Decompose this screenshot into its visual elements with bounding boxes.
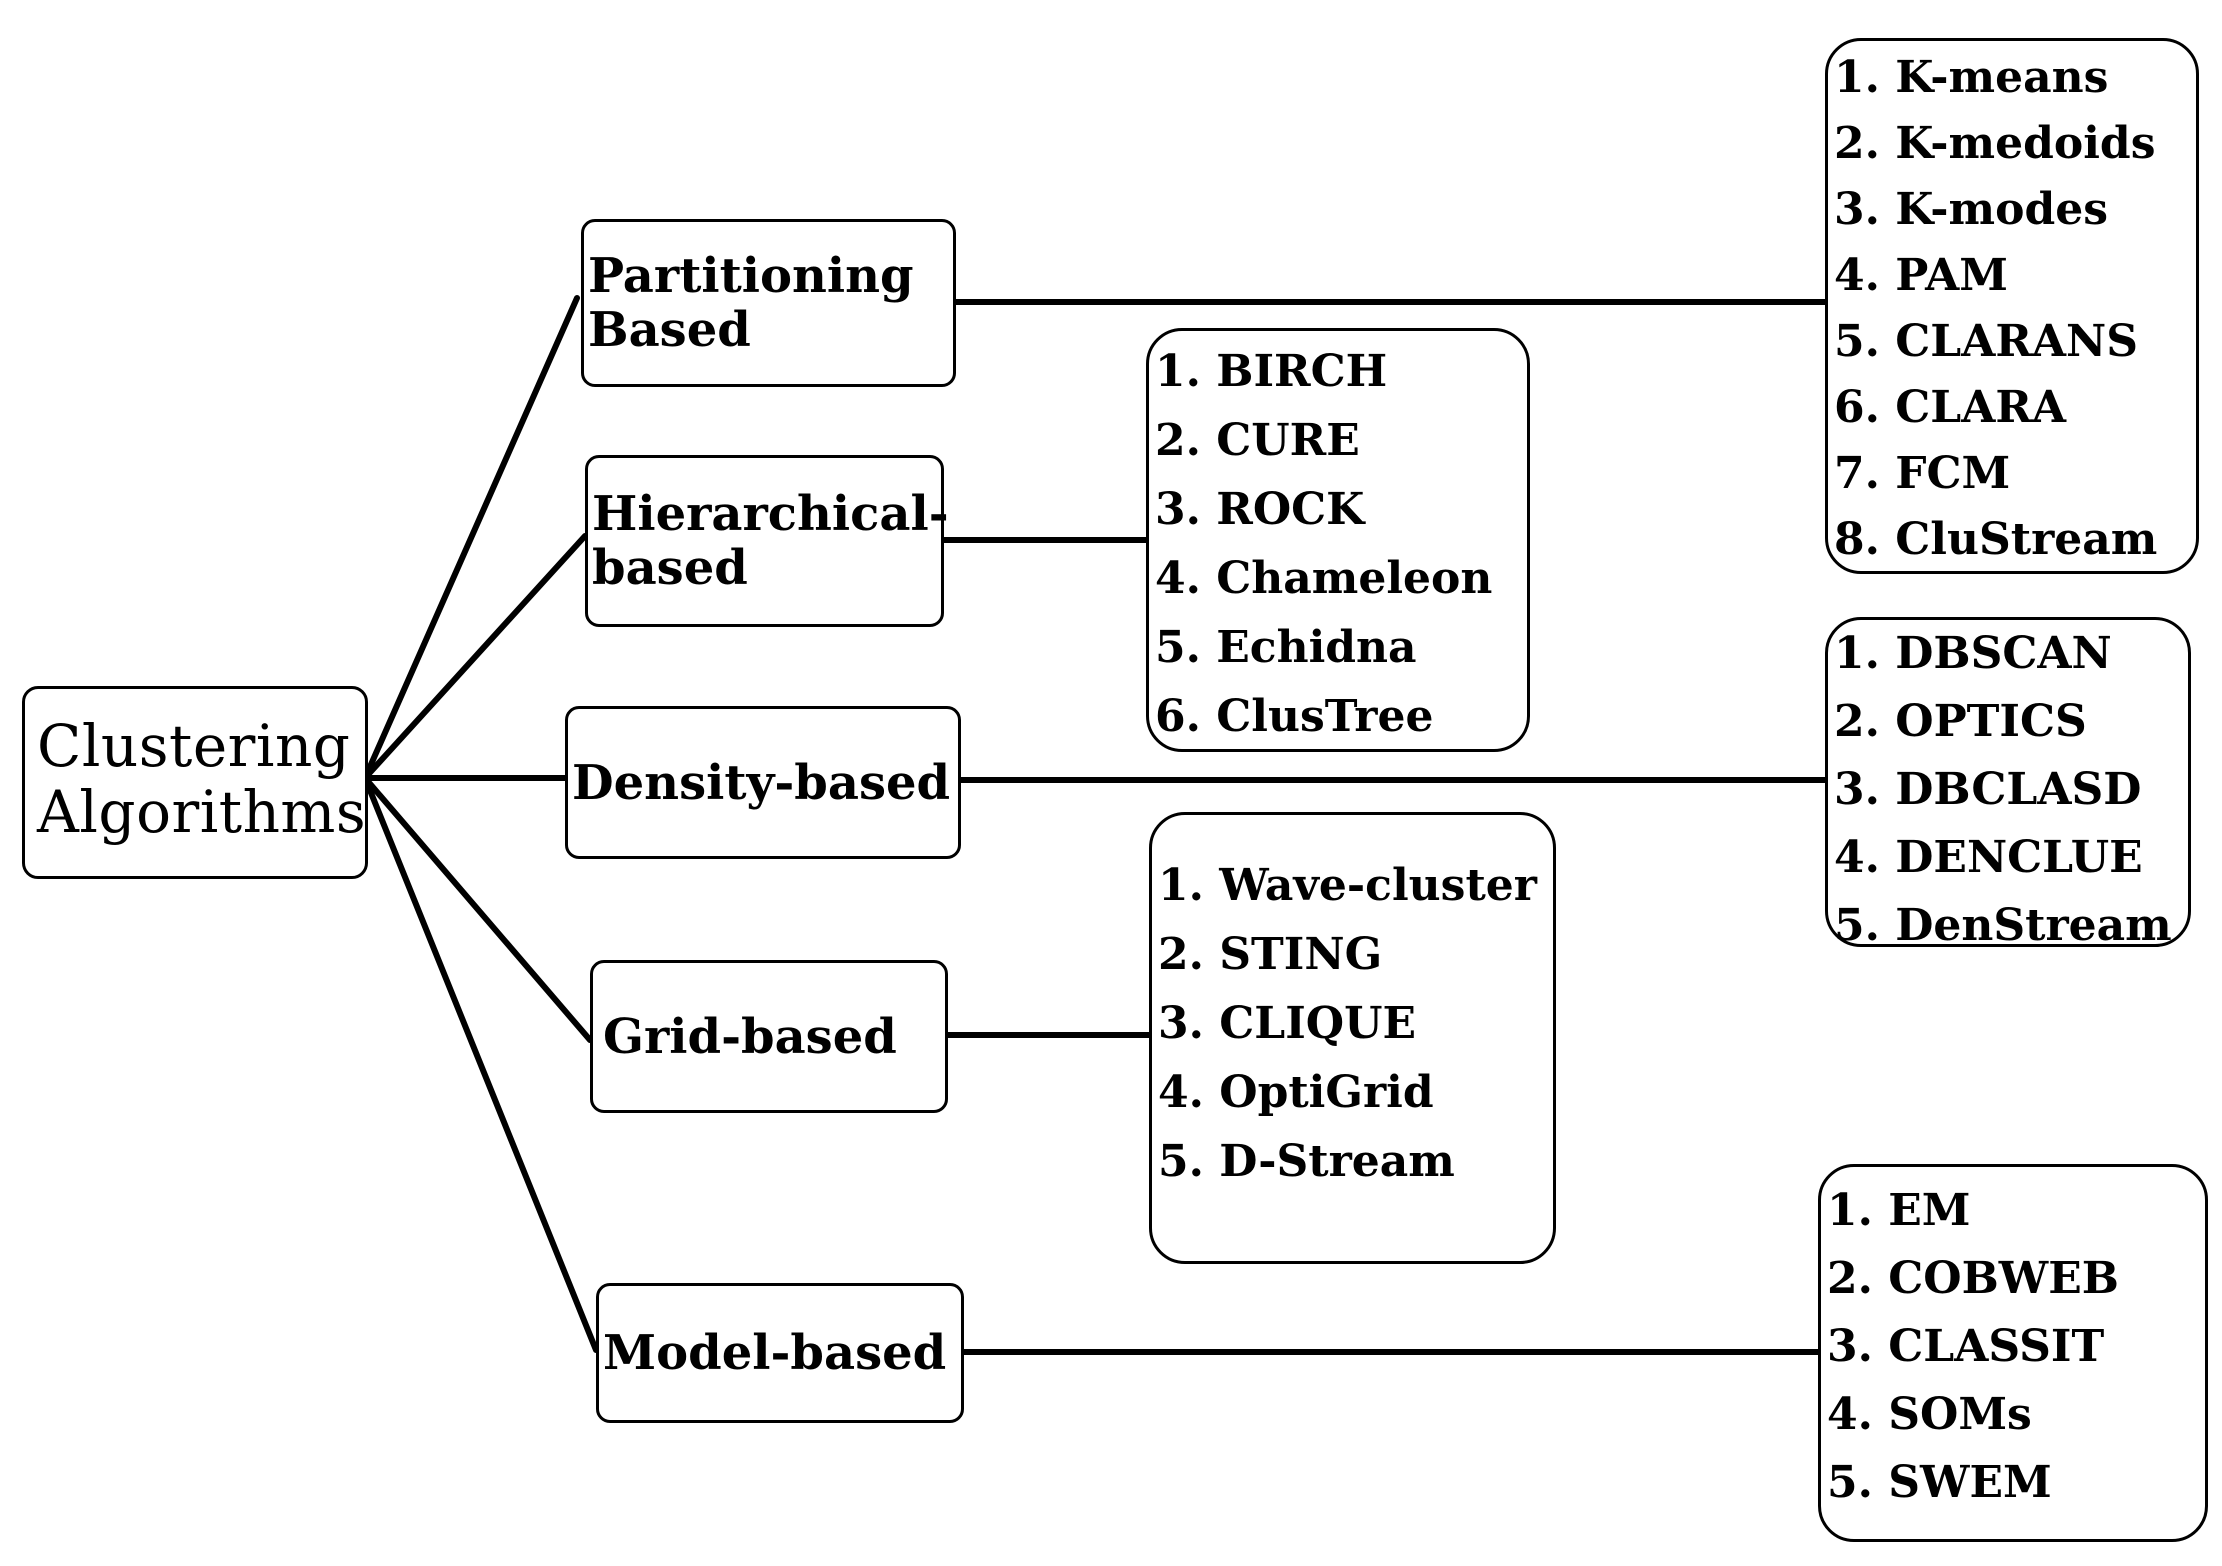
algorithm-item: 1. DBSCAN (1834, 628, 2112, 679)
category-density-label: Density-based (572, 754, 951, 811)
algorithm-item: 2. CURE (1155, 415, 1360, 466)
algorithm-item: 5. D-Stream (1158, 1136, 1455, 1187)
category-model-based: Model-based (596, 1283, 964, 1423)
algorithm-list-density: 1. DBSCAN 2. OPTICS 3. DBCLASD 4. DENCLU… (1825, 617, 2191, 951)
algorithm-item: 6. CLARA (1834, 382, 2067, 433)
algorithm-items-density: 1. DBSCAN 2. OPTICS 3. DBCLASD 4. DENCLU… (1828, 620, 2188, 960)
algorithm-items-hierarchical: 1. BIRCH 2. CURE 3. ROCK 4. Chameleon 5.… (1149, 337, 1527, 751)
algorithm-items-grid: 1. Wave-cluster 2. STING 3. CLIQUE 4. Op… (1152, 851, 1553, 1196)
algorithm-list-partitioning: 1. K-means 2. K-medoids 3. K-modes 4. PA… (1825, 38, 2199, 574)
algorithm-item: 5. SWEM (1827, 1457, 2052, 1508)
algorithm-item: 2. STING (1158, 929, 1383, 980)
root-node-clustering-algorithms: Clustering Algorithms (22, 686, 368, 879)
algorithm-item: 5. DenStream (1834, 900, 2172, 951)
algorithm-item: 1. Wave-cluster (1158, 860, 1537, 911)
root-label-line-1: Clustering (37, 712, 351, 780)
algorithm-list-model: 1. EM 2. COBWEB 3. CLASSIT 4. SOMs 5. SW… (1818, 1164, 2208, 1542)
algorithm-items-model: 1. EM 2. COBWEB 3. CLASSIT 4. SOMs 5. SW… (1821, 1177, 2205, 1517)
algorithm-list-hierarchical: 1. BIRCH 2. CURE 3. ROCK 4. Chameleon 5.… (1146, 328, 1530, 752)
algorithm-item: 1. BIRCH (1155, 346, 1388, 397)
algorithm-item: 8. CluStream (1834, 514, 2158, 565)
edge-root-hierarchical (362, 533, 588, 781)
algorithm-item: 1. K-means (1834, 52, 2109, 103)
algorithm-item: 7. FCM (1834, 448, 2011, 499)
category-hierarchical-label-line-2: based (592, 540, 748, 596)
category-model-label: Model-based (603, 1325, 947, 1381)
category-hierarchical-label-line-1: Hierarchical- (592, 486, 949, 542)
category-partitioning-based: Partitioning Based (581, 219, 956, 387)
algorithm-item: 3. DBCLASD (1834, 764, 2142, 815)
algorithm-item: 3. CLASSIT (1827, 1321, 2105, 1372)
algorithm-item: 2. K-medoids (1834, 118, 2156, 169)
algorithm-item: 1. EM (1827, 1185, 1971, 1236)
algorithm-item: 3. CLIQUE (1158, 998, 1417, 1049)
algorithm-items-partitioning: 1. K-means 2. K-medoids 3. K-modes 4. PA… (1828, 45, 2196, 573)
algorithm-item: 4. OptiGrid (1158, 1067, 1434, 1118)
edge-root-model (362, 775, 599, 1353)
algorithm-item: 3. ROCK (1155, 484, 1365, 535)
algorithm-list-grid: 1. Wave-cluster 2. STING 3. CLIQUE 4. Op… (1149, 812, 1556, 1264)
algorithm-item: 4. Chameleon (1155, 553, 1493, 604)
algorithm-item: 5. Echidna (1155, 622, 1417, 673)
root-label-line-2: Algorithms (37, 778, 367, 846)
algorithm-item: 2. OPTICS (1834, 696, 2087, 747)
category-partitioning-label-line-2: Based (588, 302, 751, 358)
algorithm-item: 3. K-modes (1834, 184, 2108, 235)
algorithm-item: 5. CLARANS (1834, 316, 2139, 367)
category-density-based: Density-based (565, 706, 961, 859)
algorithm-item: 6. ClusTree (1155, 691, 1434, 742)
edge-root-grid (362, 775, 593, 1043)
edge-root-partitioning (362, 295, 580, 781)
algorithm-item: 2. COBWEB (1827, 1253, 2119, 1304)
category-hierarchical-based: Hierarchical- based (585, 455, 949, 627)
category-partitioning-label-line-1: Partitioning (588, 248, 914, 304)
algorithm-item: 4. DENCLUE (1834, 832, 2143, 883)
algorithm-item: 4. PAM (1834, 250, 2008, 301)
algorithm-item: 4. SOMs (1827, 1389, 2032, 1440)
category-grid-based: Grid-based (590, 960, 948, 1113)
category-grid-label: Grid-based (603, 1008, 897, 1065)
